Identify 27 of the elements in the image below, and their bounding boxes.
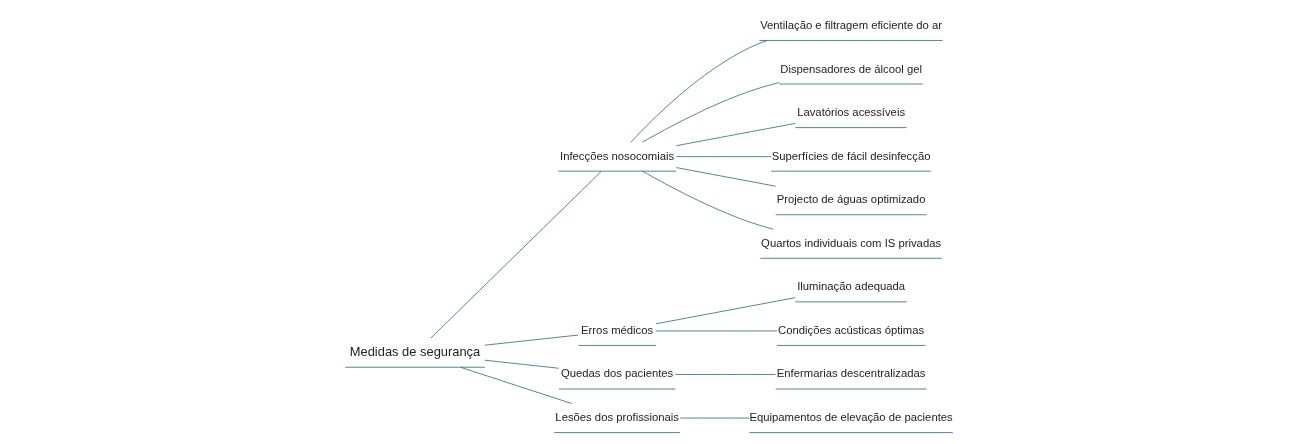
connector (675, 156, 772, 158)
node-text: Medidas de segurança (349, 343, 481, 359)
node-text: Quartos individuais com IS privadas (761, 236, 942, 249)
node-text: Superfícies de fácil desinfecção (771, 149, 931, 162)
connector (630, 40, 768, 143)
connector (484, 334, 579, 346)
node-text: Iluminação adequada (797, 280, 906, 293)
connector (675, 167, 777, 187)
node-text: Infecções nosocomiais (560, 149, 675, 162)
connector (642, 170, 774, 230)
connector (430, 170, 602, 339)
node-text: Lavatórios acessíveis (797, 106, 906, 119)
node-text: Condições acústicas óptimas (778, 323, 925, 336)
node-text: Quedas dos pacientes (561, 367, 674, 380)
connector (642, 82, 780, 143)
connector (484, 359, 560, 369)
node-text: Equipamentos de elevação de pacientes (749, 411, 953, 424)
connector (655, 297, 796, 325)
node-text: Ventilação e filtragem eficiente do ar (760, 18, 943, 31)
connector (460, 366, 573, 404)
connector (675, 123, 796, 147)
connector (674, 374, 776, 375)
node-text: Dispensadores de álcool gel (780, 62, 922, 75)
node-text: Lesões dos profissionais (555, 411, 679, 424)
node-text: Erros médicos (581, 323, 654, 336)
node-text: Enfermarias descentralizadas (776, 367, 926, 380)
node-text: Projecto de águas optimizado (776, 193, 926, 206)
